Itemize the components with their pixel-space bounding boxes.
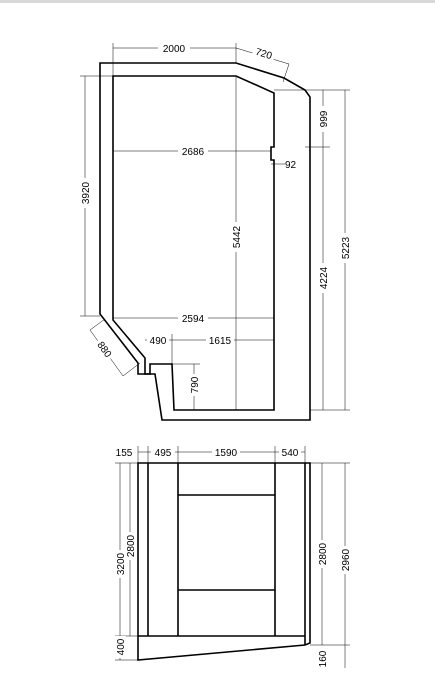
dim-angled-lower: 880 bbox=[89, 318, 141, 377]
dim-label-step: 92 bbox=[285, 160, 297, 171]
dim-notch: 490 1615 790 bbox=[145, 334, 274, 410]
dim-label-seg3: 1590 bbox=[215, 448, 238, 459]
dim-left-height: 3920 bbox=[79, 75, 113, 317]
dim-label-notch-run: 1615 bbox=[209, 336, 232, 347]
dim-inner-height: 5442 bbox=[230, 76, 243, 410]
dim-label-right-lower: 4224 bbox=[319, 266, 330, 289]
dim-lower-width: 2594 bbox=[113, 312, 274, 325]
dim-label-total-left: 3200 bbox=[116, 552, 127, 575]
dim-label-inner-right: 2800 bbox=[318, 542, 329, 565]
dim-label-seg4: 540 bbox=[282, 448, 299, 459]
dim-label-bottom-right: 160 bbox=[318, 650, 329, 667]
dim-label-notch-height: 790 bbox=[190, 376, 201, 393]
dim-step: 92 bbox=[271, 160, 297, 171]
top-border-strip bbox=[0, 0, 435, 3]
dim-label-inner-left: 2800 bbox=[126, 534, 137, 557]
dim-label-left-height: 3920 bbox=[81, 181, 92, 204]
dim-label-right-total: 5223 bbox=[341, 236, 352, 259]
dim-label-notch-width: 490 bbox=[150, 336, 167, 347]
dim-elev-top: 155 495 1590 540 bbox=[112, 446, 306, 463]
dim-top-width: 2000 bbox=[112, 42, 237, 76]
dim-label-total-right: 2960 bbox=[341, 548, 352, 571]
dim-label-top-width: 2000 bbox=[163, 44, 186, 55]
dim-right: 999 4224 5223 bbox=[274, 89, 352, 411]
elevation-outer-outline bbox=[137, 462, 311, 661]
plan-outer-outline bbox=[99, 62, 311, 421]
dim-label-lower-width: 2594 bbox=[182, 314, 205, 325]
dim-label-seg1: 155 bbox=[116, 448, 133, 459]
dim-label-right-upper: 999 bbox=[319, 110, 330, 127]
plan-inner-outline bbox=[112, 75, 275, 411]
dim-elev-right: 2800 2960 160 bbox=[310, 462, 352, 670]
plan-walls bbox=[99, 62, 311, 421]
dim-label-bottom-left: 400 bbox=[116, 638, 127, 655]
elevation-walls bbox=[137, 462, 311, 661]
dim-elev-left: 3200 2800 400 bbox=[114, 462, 138, 661]
dim-inner-width: 2686 bbox=[113, 145, 271, 158]
dim-label-inner-width: 2686 bbox=[182, 147, 205, 158]
dim-angled-edge: 720 bbox=[235, 44, 290, 83]
dim-label-angled-edge: 720 bbox=[254, 47, 274, 63]
dim-label-seg2: 495 bbox=[155, 448, 172, 459]
dim-label-inner-height: 5442 bbox=[232, 225, 243, 248]
